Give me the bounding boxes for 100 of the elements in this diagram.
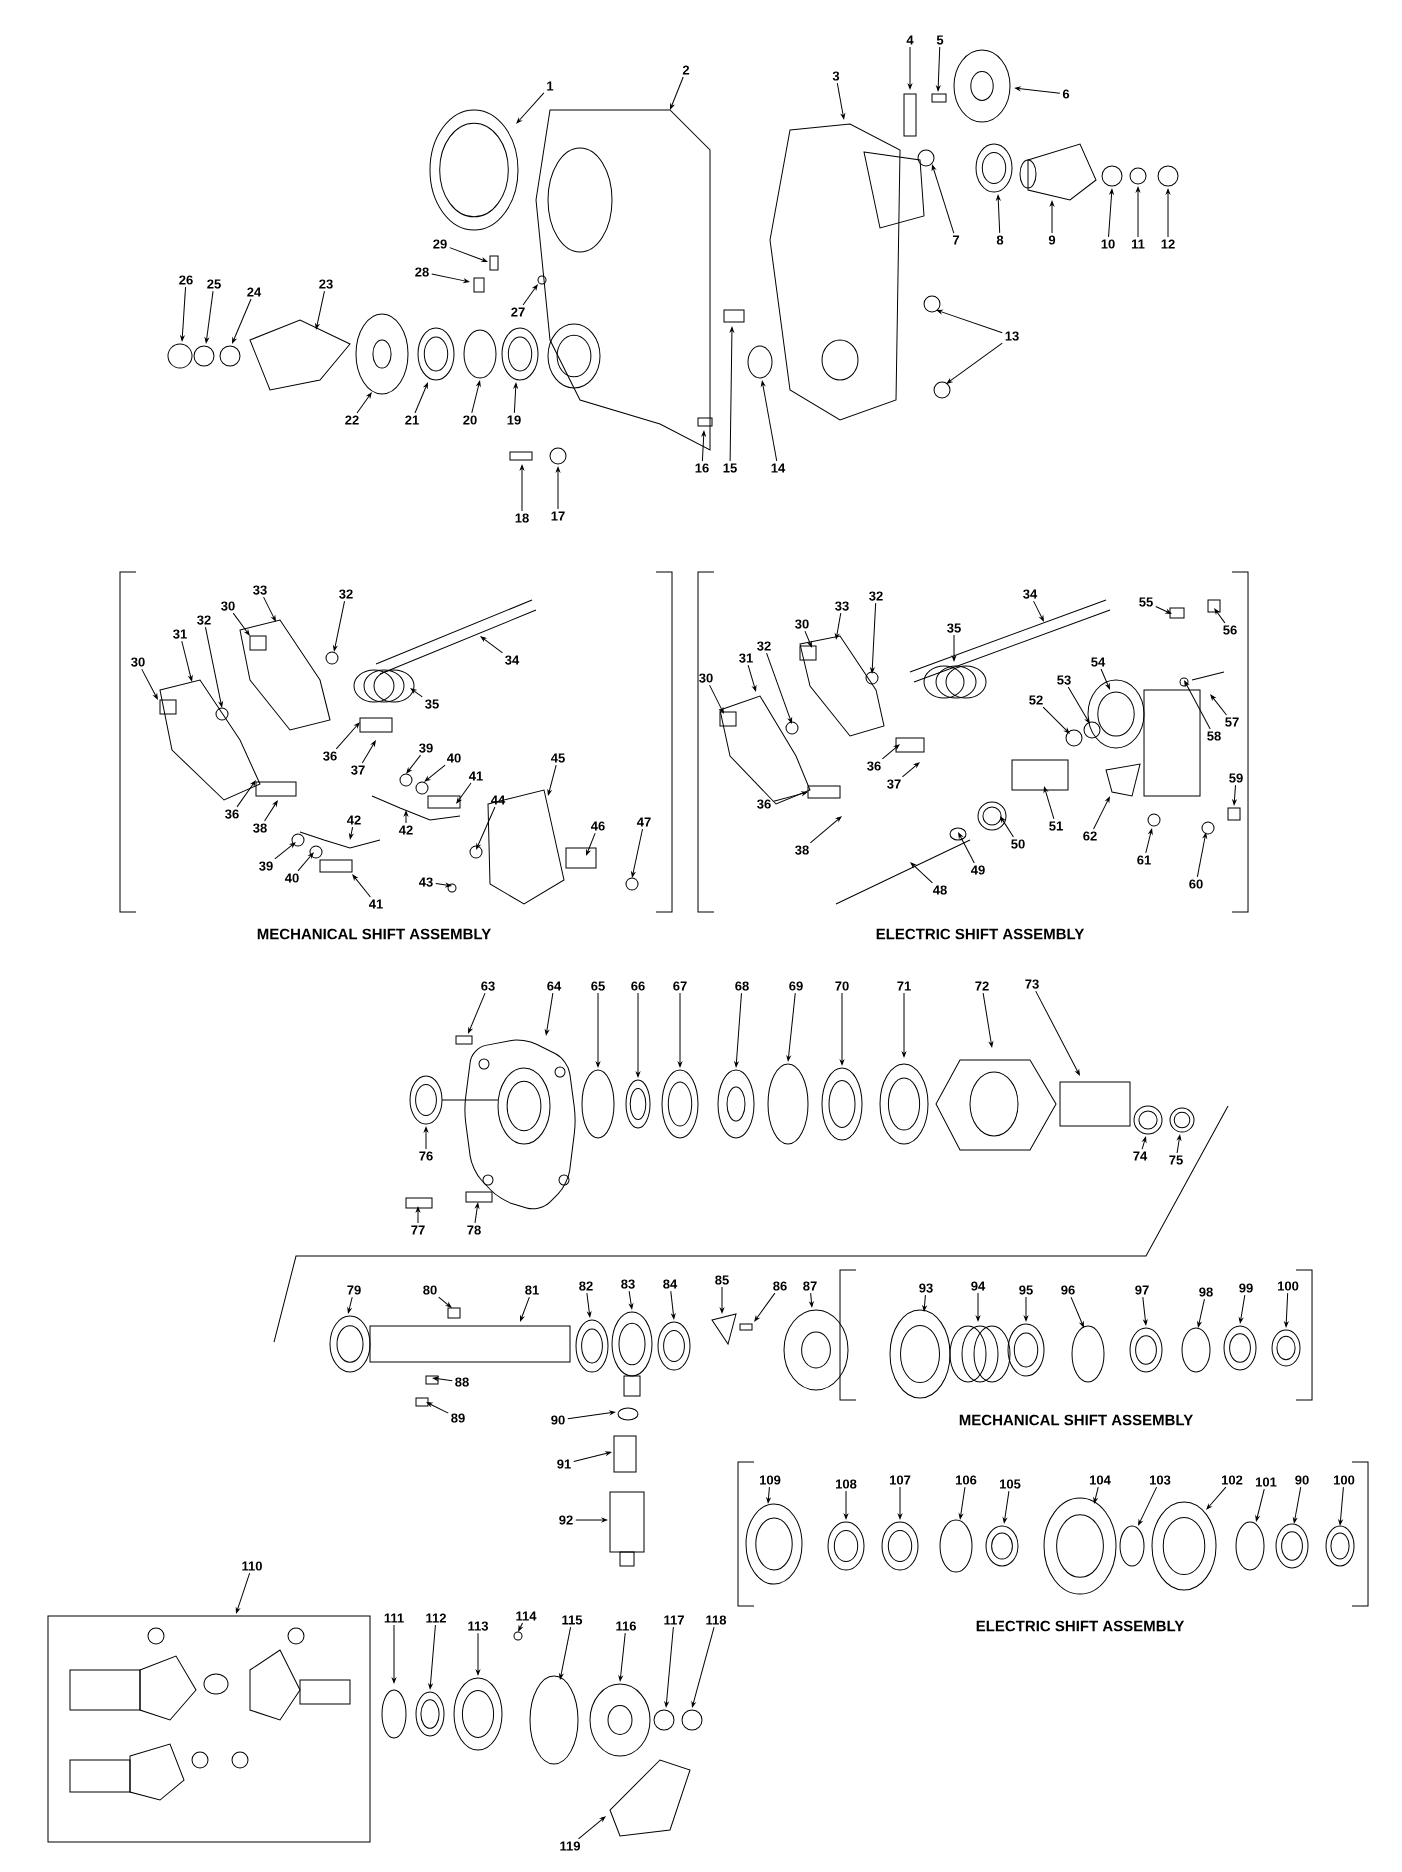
leader-line (474, 1202, 480, 1224)
leader-line (1093, 796, 1110, 830)
leader-line (513, 382, 518, 414)
leader-line (766, 652, 793, 724)
leader-line (1176, 1134, 1182, 1154)
leader-line (1145, 828, 1153, 854)
leader-line (333, 600, 346, 652)
leader-line (936, 46, 941, 92)
leader-line (347, 1296, 353, 1314)
leader-line (476, 1632, 480, 1676)
leader-line (901, 762, 920, 778)
leader-line (670, 76, 684, 110)
leader-line (518, 1622, 523, 1632)
leader-line (1043, 786, 1055, 820)
leader-line (236, 780, 256, 808)
leader-line (809, 816, 842, 844)
leader-line (1014, 86, 1061, 94)
leader-line (1138, 1486, 1158, 1526)
leader-line (263, 596, 276, 622)
leader-line (235, 1572, 251, 1614)
leader-line (844, 1490, 848, 1520)
leader-line (1100, 668, 1110, 690)
leader-line (804, 630, 812, 648)
leader-line (471, 380, 481, 414)
leader-line (547, 764, 557, 796)
leader-line (636, 992, 640, 1078)
leader-line (335, 722, 360, 750)
leader-line (1033, 600, 1044, 622)
leader-line (438, 1296, 452, 1308)
leader-line (404, 810, 408, 824)
leader-line (1206, 1486, 1227, 1510)
leader-line (1108, 188, 1114, 238)
leader-line (578, 1816, 606, 1840)
leader-line (1141, 1136, 1147, 1150)
leader-line (1166, 188, 1170, 238)
leader-line (1197, 1298, 1205, 1328)
leader-line (522, 284, 538, 306)
leader-line (809, 1292, 814, 1308)
leader-line (520, 464, 524, 512)
leader-line (835, 612, 842, 640)
leader-line (575, 1518, 608, 1522)
leader-line (586, 1292, 592, 1318)
leader-line (1184, 680, 1211, 730)
leader-line (1293, 1486, 1302, 1524)
leader-line (204, 626, 223, 708)
leader-line (1338, 1486, 1344, 1526)
leader-line (840, 992, 844, 1066)
leader-line (480, 636, 504, 654)
leader-line (559, 1626, 572, 1680)
leader-line (567, 1410, 616, 1420)
leader-line (297, 852, 314, 872)
leader-line (356, 392, 372, 414)
leader-line (908, 46, 912, 90)
leader-line (414, 382, 428, 414)
leader-line (1255, 1488, 1265, 1522)
leader-line (456, 782, 472, 804)
leader-line (516, 92, 545, 124)
leader-line (1232, 784, 1237, 806)
leader-line (1035, 990, 1080, 1076)
leader-line (754, 1292, 776, 1322)
leader-line (432, 1376, 453, 1382)
leader-line (747, 664, 757, 692)
leader-line (729, 326, 734, 462)
leader-line (410, 688, 423, 698)
leader-line (786, 992, 796, 1062)
leader-line (573, 1451, 612, 1463)
leader-line (931, 164, 955, 234)
leader-line (952, 634, 956, 662)
leader-line (392, 1624, 396, 1684)
leader-line (922, 1294, 927, 1312)
leader-line (544, 992, 554, 1036)
leader-line (352, 874, 371, 898)
leader-line (1050, 200, 1054, 234)
leader-line (315, 290, 325, 330)
leader-line (1042, 706, 1070, 734)
leader-line (435, 883, 452, 888)
leader-line (1070, 1296, 1084, 1328)
leader-line (520, 1296, 530, 1322)
leader-line (141, 668, 158, 700)
leader-line (1196, 832, 1207, 878)
leader-line (1067, 686, 1090, 724)
leader-line (902, 992, 906, 1058)
leader-line (476, 806, 496, 850)
leader-line (428, 1624, 436, 1690)
leader-line (701, 430, 706, 462)
leader-line (773, 791, 808, 802)
leader-line (1136, 186, 1140, 238)
leader-line (976, 1292, 980, 1322)
leader-line (691, 1626, 715, 1708)
leader-line (264, 800, 278, 822)
leader-line (1093, 1486, 1099, 1504)
leader-line (586, 832, 596, 856)
leader-line (631, 828, 643, 878)
leader-line (596, 992, 600, 1068)
leader-line (181, 640, 193, 682)
leader-line (910, 862, 933, 884)
leader-line (361, 740, 376, 764)
leader-line (766, 1486, 771, 1504)
leader-line (349, 826, 354, 840)
leader-line (1000, 816, 1014, 838)
